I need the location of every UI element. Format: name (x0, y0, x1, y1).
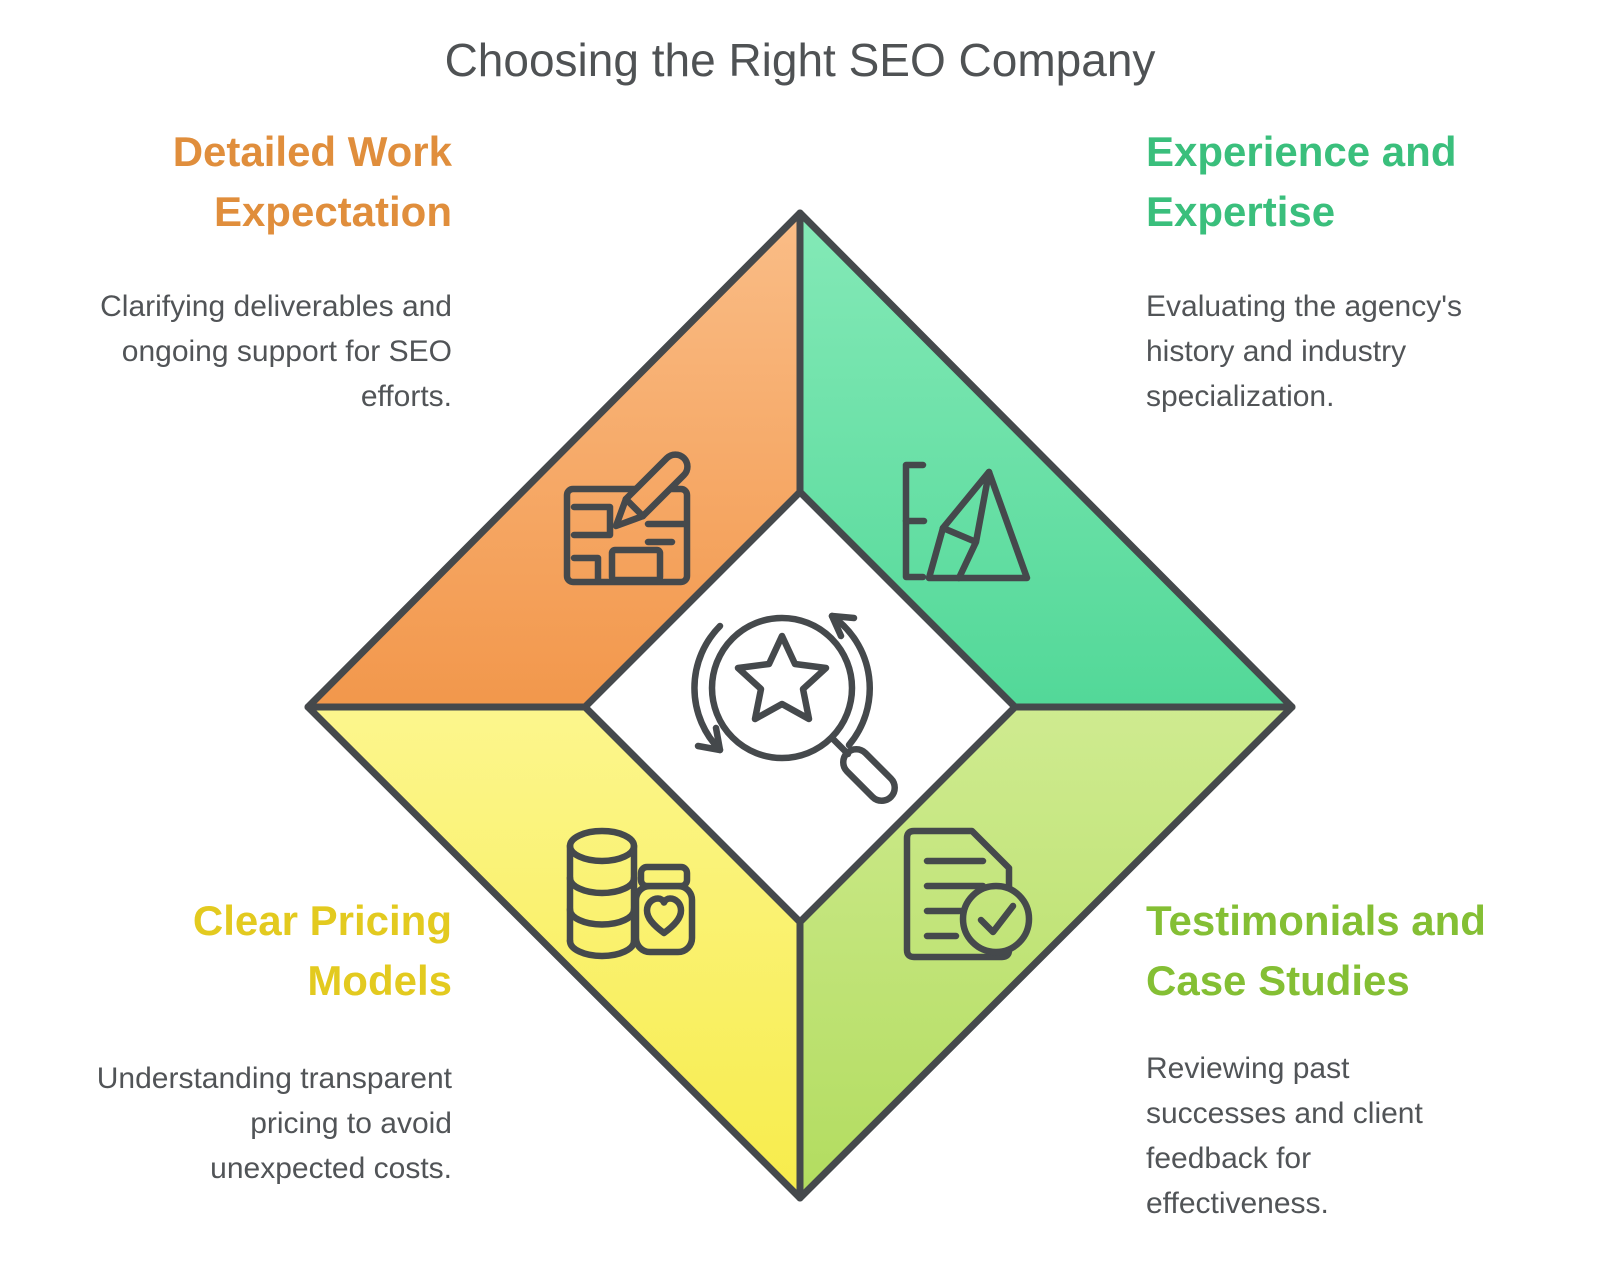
mountain-measure-icon (902, 461, 1031, 582)
heading-testimonials-case-studies: Testimonials and Case Studies (1146, 897, 1486, 1004)
body-experience-expertise: Evaluating the agency's history and indu… (1146, 290, 1462, 413)
heading-detailed-work-expectation: Detailed Work Expectation (172, 128, 452, 235)
document-check-icon (903, 827, 1033, 961)
heading-experience-expertise: Experience and Expertise (1146, 128, 1457, 235)
search-star-refresh-icon (691, 612, 898, 804)
body-clear-pricing-models: Understanding transparent pricing to avo… (96, 1062, 452, 1185)
body-testimonials-case-studies: Reviewing past successes and client feed… (1146, 1052, 1423, 1220)
page-title: Choosing the Right SEO Company (444, 34, 1156, 86)
body-detailed-work-expectation: Clarifying deliverables and ongoing supp… (100, 290, 452, 413)
document-edit-icon (563, 451, 691, 586)
coins-jar-icon (566, 827, 696, 960)
heading-clear-pricing-models: Clear Pricing Models (192, 897, 452, 1004)
